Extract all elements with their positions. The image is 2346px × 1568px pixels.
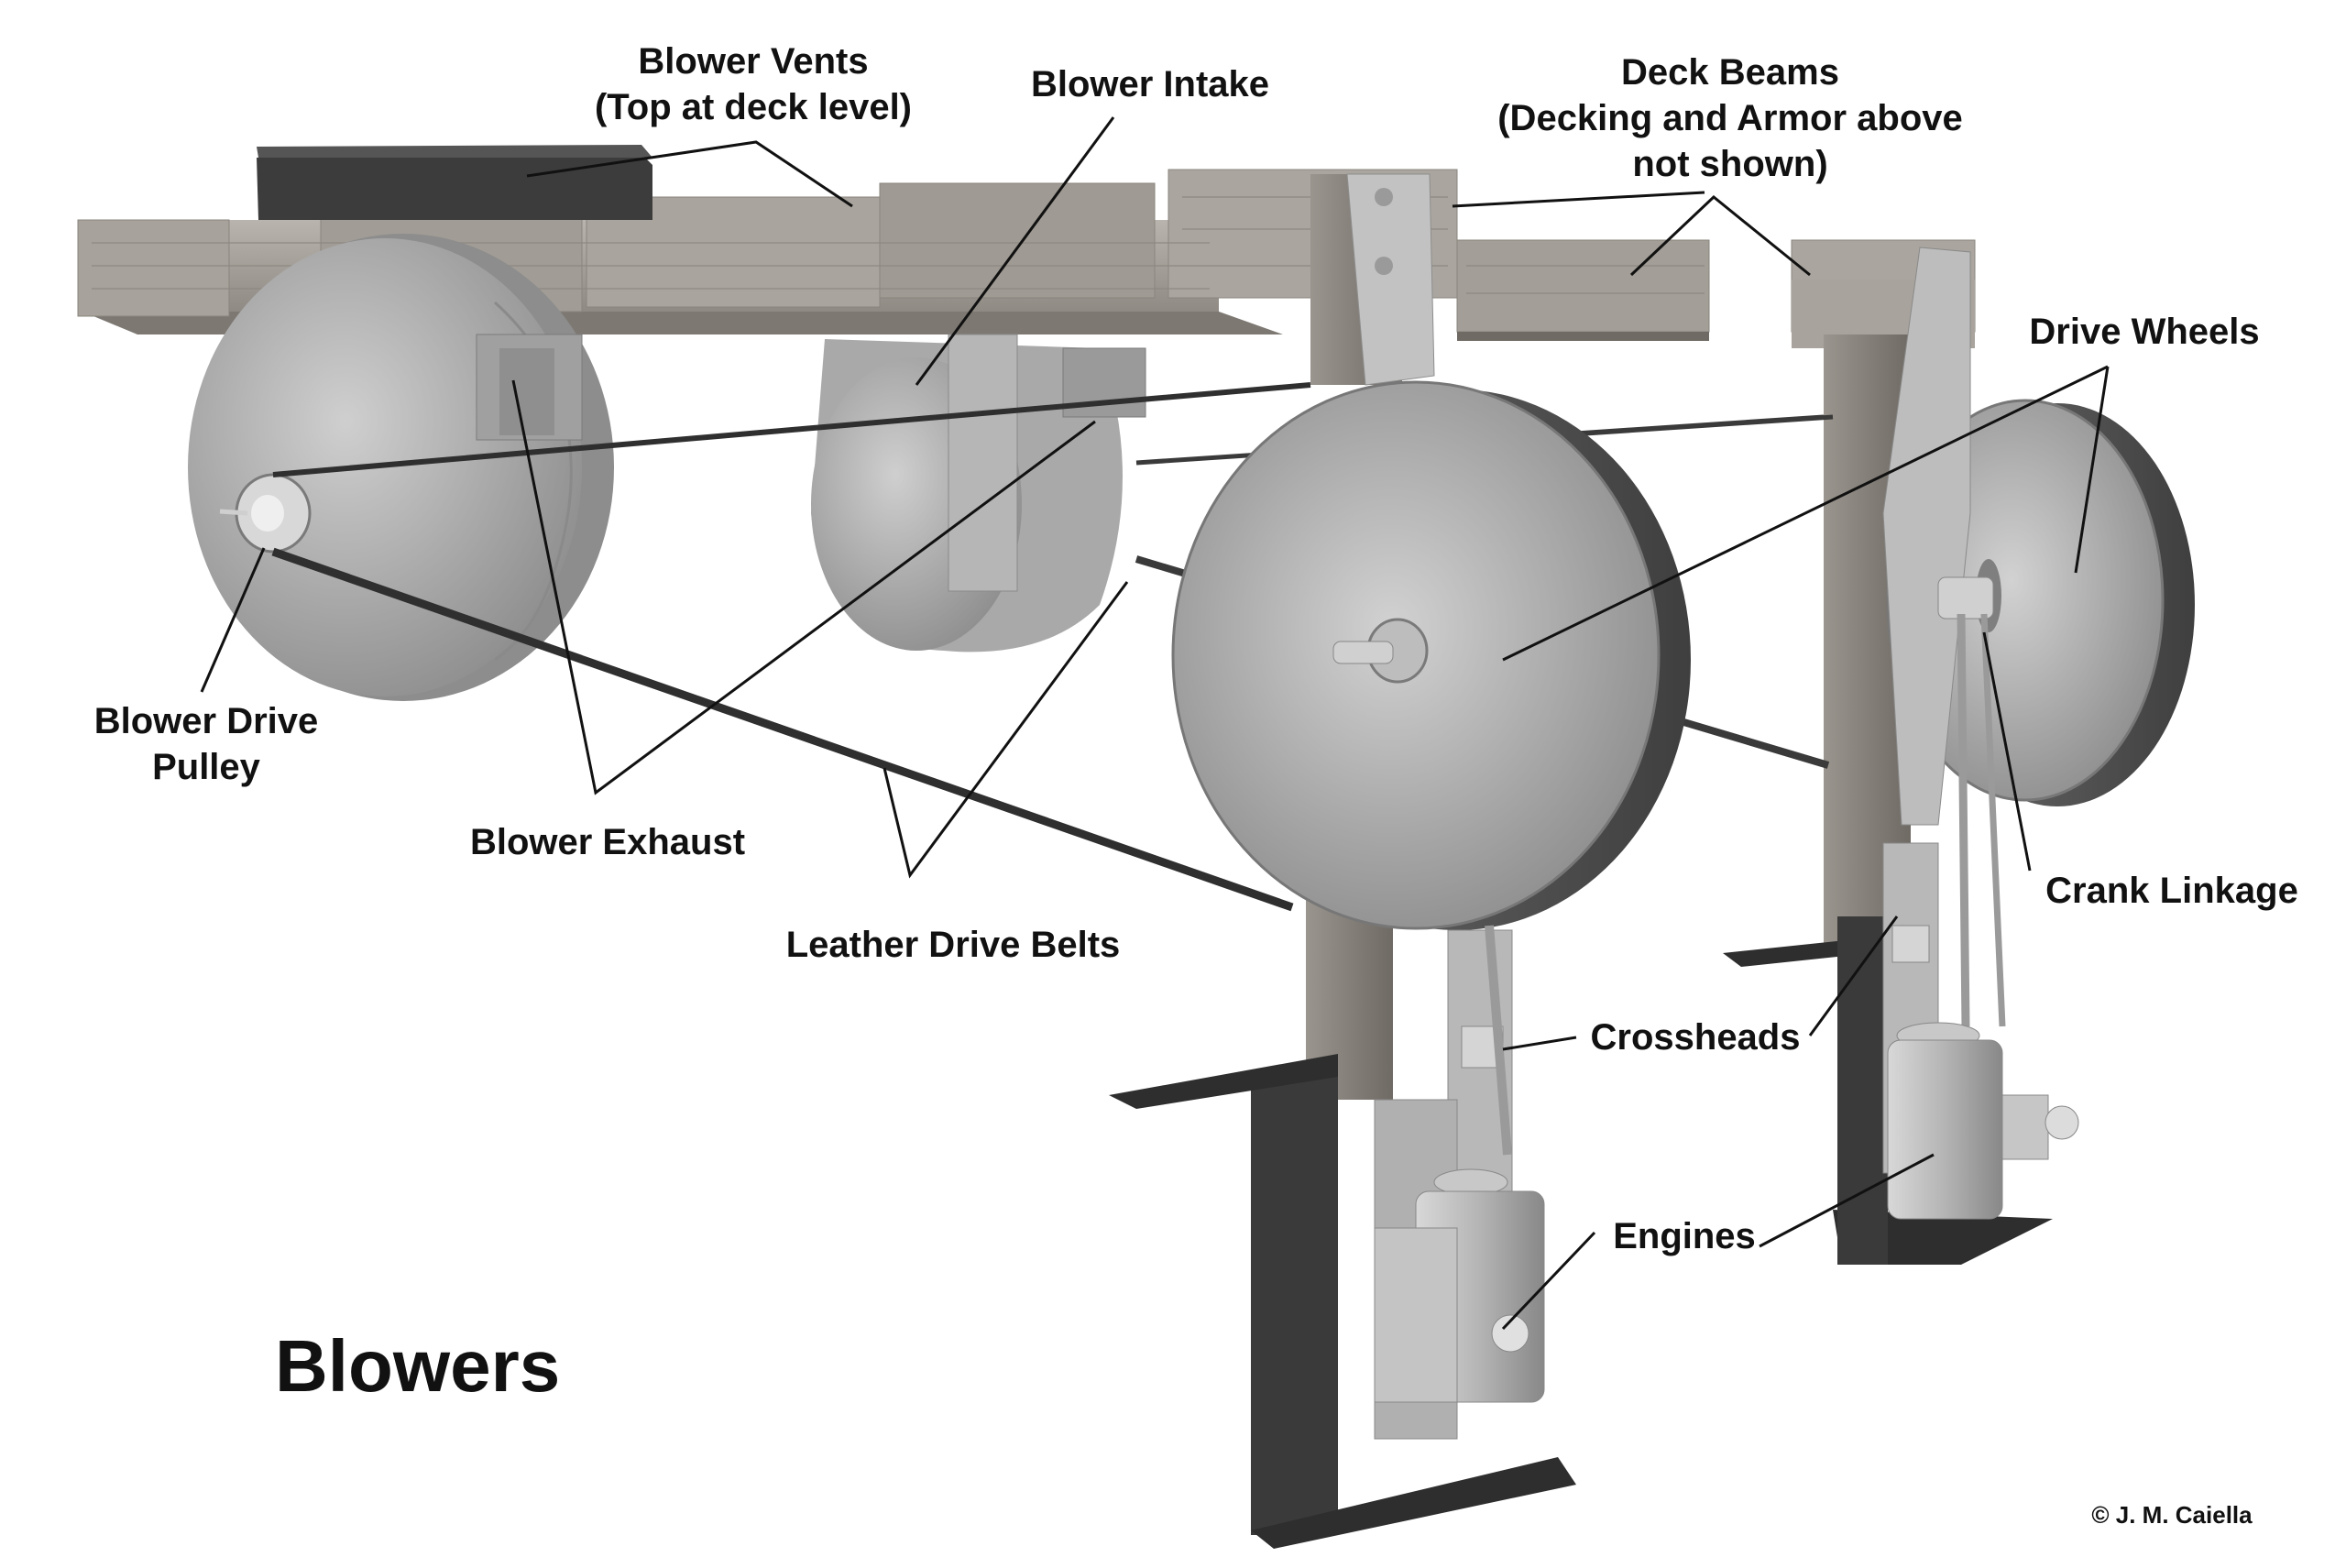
crank-linkage-rod-1 (1957, 613, 1970, 1027)
front-engine-valve-chest (1374, 1227, 1458, 1403)
leader-crossheads-2 (1808, 916, 1899, 1036)
blower-left (188, 234, 614, 701)
label-blower-drive-pulley-2: Pulley (152, 747, 261, 787)
leader-blower-vents (526, 140, 853, 208)
front-post-flange-bottom (1251, 1457, 1576, 1549)
front-post-plate (1251, 1072, 1338, 1535)
front-connecting-rod (1485, 925, 1512, 1156)
bracket-bolt-2 (1375, 257, 1393, 275)
belt-lower-front (271, 547, 1294, 912)
leader-blower-drive-pulley (200, 547, 266, 693)
leader-engines-1 (1501, 1231, 1596, 1331)
drive-wheel-rear (1882, 247, 2195, 1027)
deck-beam-block-4 (879, 182, 1156, 299)
label-blower-drive-pulley-1: Blower Drive (94, 701, 319, 741)
leader-crossheads-1 (1502, 1036, 1577, 1051)
right-post-lower-plate (1837, 916, 1888, 1265)
credit: © J. M. Caiella (2091, 1501, 2253, 1529)
front-bracket (1346, 173, 1435, 386)
label-crossheads: Crossheads (1591, 1017, 1801, 1058)
deck-beam-block-1 (77, 219, 230, 317)
crank-linkage-rod-2 (1980, 613, 2006, 1027)
rear-engine-handwheel (2045, 1105, 2079, 1140)
label-blower-exhaust: Blower Exhaust (470, 822, 745, 862)
leader-leather-drive-belts (882, 581, 1129, 879)
blower-vent-box (257, 154, 652, 220)
blower-vent-box-top (257, 145, 652, 158)
label-blower-vents-1: Blower Vents (638, 41, 868, 82)
label-deck-beams-1: Deck Beams (1621, 52, 1839, 93)
rear-engine-cylinder (1887, 1039, 2003, 1220)
deck-beam-block-6 (1456, 239, 1710, 333)
rear-bracket (1882, 247, 1971, 826)
leader-blower-intake (915, 116, 1115, 386)
label-blower-intake: Blower Intake (1031, 64, 1269, 104)
label-leather-drive-belts: Leather Drive Belts (786, 925, 1121, 965)
blower-middle-intake (948, 334, 1018, 592)
labels: Blower Vents (Top at deck level) Blower … (94, 41, 2298, 1529)
belt-upper-back-right (1557, 414, 1834, 438)
belt-upper-front (272, 382, 1311, 477)
deck-beam-shadow (1457, 332, 1709, 341)
leader-deck-beams-1 (1452, 191, 1705, 208)
front-engine-port (1491, 1314, 1529, 1353)
label-deck-beams-2: (Decking and Armor above (1497, 98, 1963, 138)
diagram-title: Blowers (275, 1325, 560, 1407)
label-blower-vents-2: (Top at deck level) (595, 87, 912, 127)
label-drive-wheels: Drive Wheels (2029, 312, 2259, 352)
label-engines: Engines (1613, 1216, 1756, 1256)
blower-drive-pulley-hub (251, 495, 284, 532)
blower-middle (811, 334, 1146, 652)
blower-drive-pulley-shaft (219, 509, 248, 516)
rear-engine (1882, 842, 2079, 1220)
leader-deck-beams-2 (1629, 195, 1811, 277)
drive-wheel-front-axle (1332, 641, 1394, 664)
crank-linkage-joint (1937, 576, 1994, 620)
bracket-bolt-1 (1375, 188, 1393, 206)
leader-drive-wheels-2 (2074, 366, 2110, 574)
label-crank-linkage: Crank Linkage (2045, 871, 2298, 911)
drive-wheel-front (1171, 380, 1691, 930)
front-post-flange-top (1109, 1054, 1338, 1109)
leader-drive-wheels-1 (1502, 365, 2109, 662)
blower-left-exhaust-mouth (499, 348, 554, 435)
leader-lines (200, 116, 2110, 1331)
leader-engines-2 (1759, 1153, 1935, 1248)
rear-crosshead (1891, 925, 1930, 963)
leader-crank-linkage (1982, 631, 2032, 872)
leader-blower-exhaust (511, 379, 1096, 795)
front-engine (1374, 925, 1545, 1440)
rear-engine-valve (2001, 1094, 2049, 1160)
label-deck-beams-3: not shown) (1632, 144, 1827, 184)
